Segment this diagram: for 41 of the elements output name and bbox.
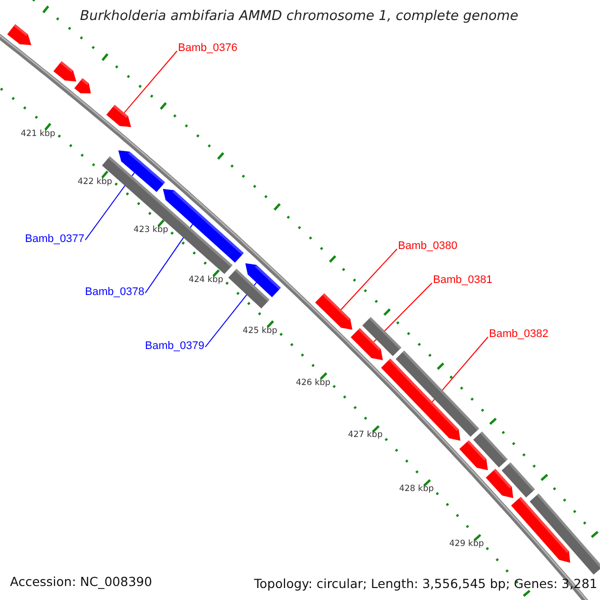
feature-bar xyxy=(396,350,480,437)
gene-feature xyxy=(315,293,352,330)
gene-label: Bamb_0380 xyxy=(398,240,458,252)
feature-bar xyxy=(530,494,600,575)
gene-label: Bamb_0379 xyxy=(145,340,204,352)
leader-line xyxy=(144,224,194,294)
gene-label: Bamb_0377 xyxy=(25,233,84,245)
gene-feature xyxy=(74,78,91,94)
diagram-title: Burkholderia ambifaria AMMD chromosome 1, complete genome xyxy=(80,8,518,24)
scale-label: 421 kbp xyxy=(20,129,56,140)
gene-feature xyxy=(486,468,514,498)
gene-feature xyxy=(511,496,570,563)
feature-bar xyxy=(228,268,270,308)
gene-feature xyxy=(106,104,132,128)
scale-label: 429 kbp xyxy=(449,538,484,549)
gene-feature xyxy=(118,150,166,192)
gene-feature xyxy=(350,328,383,360)
leader-line xyxy=(340,248,398,310)
gene-label: Bamb_0376 xyxy=(178,42,238,54)
gene-feature xyxy=(459,440,488,470)
gene-label: Bamb_0381 xyxy=(433,274,492,286)
feature-bar xyxy=(502,462,535,498)
scale-label: 424 kbp xyxy=(188,275,224,286)
scale-label: 425 kbp xyxy=(242,326,278,336)
scale-label: 422 kbp xyxy=(78,176,112,187)
scale-label: 423 kbp xyxy=(134,225,168,236)
gene-label: Bamb_0378 xyxy=(85,286,144,298)
scale-label: 428 kbp xyxy=(399,484,434,494)
gene-feature xyxy=(245,263,281,298)
scale-label: 427 kbp xyxy=(348,430,383,440)
gene-label: Bamb_0382 xyxy=(489,328,548,340)
leader-line xyxy=(124,50,178,114)
gene-feature xyxy=(7,24,32,46)
accession-text: Accession: NC_008390 xyxy=(10,574,152,589)
feature-bar xyxy=(362,317,402,356)
leader-line xyxy=(432,336,488,402)
gene-feature xyxy=(53,61,76,82)
gene-feature xyxy=(381,358,460,441)
scale-label: 426 kbp xyxy=(296,378,330,388)
leader-line xyxy=(373,282,432,342)
feature-bar xyxy=(473,432,508,468)
